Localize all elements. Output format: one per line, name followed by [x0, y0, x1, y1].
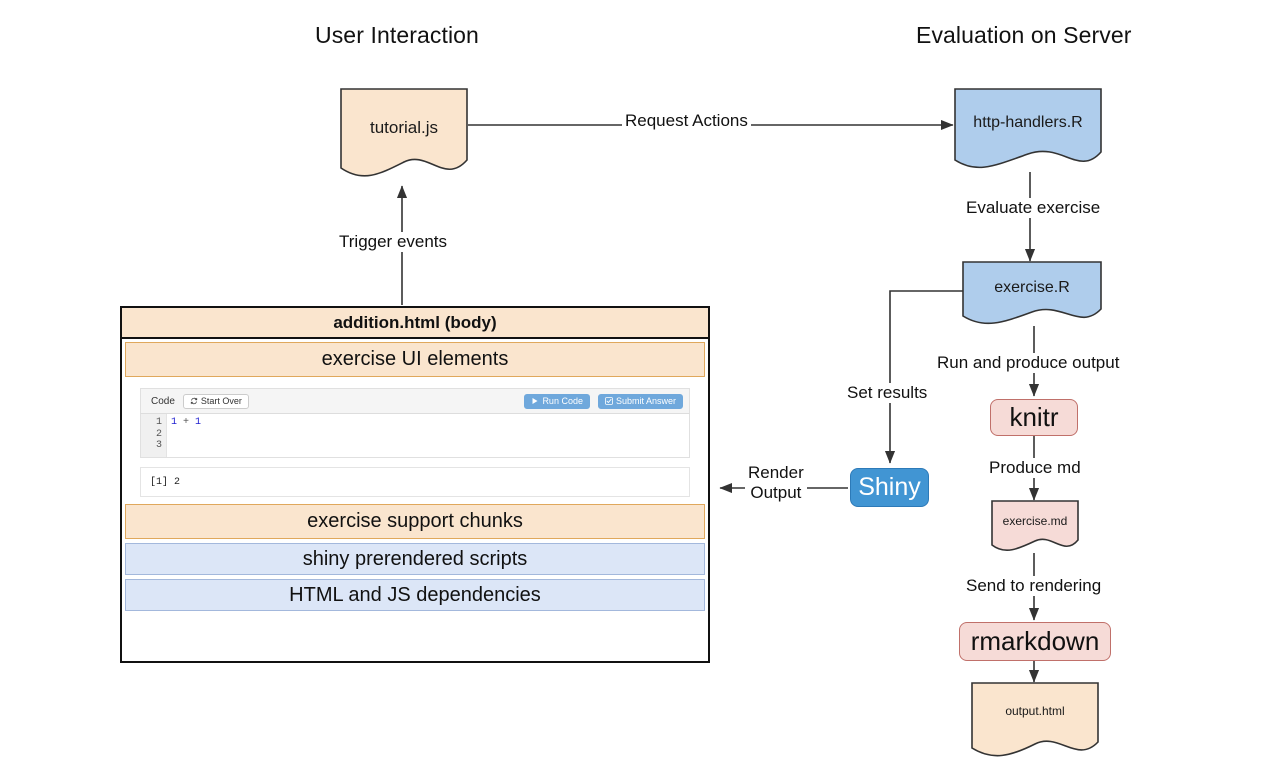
checkbox-icon: [605, 397, 613, 405]
band-exercise-ui-elements: exercise UI elements: [125, 342, 705, 377]
edge-label-send-to-rendering: Send to rendering: [963, 576, 1105, 596]
refresh-icon: [190, 397, 198, 405]
exercise-widget: Code Start Over Run Code: [140, 388, 690, 497]
band-exercise-support-chunks: exercise support chunks: [125, 504, 705, 539]
exercise-output-panel: [1] 2: [140, 467, 690, 497]
run-code-button[interactable]: Run Code: [524, 393, 590, 409]
node-shiny[interactable]: Shiny: [850, 468, 929, 507]
node-rmarkdown[interactable]: rmarkdown: [959, 622, 1111, 661]
node-knitr[interactable]: knitr: [990, 399, 1078, 436]
heading-evaluation-on-server: Evaluation on Server: [916, 22, 1132, 48]
start-over-label: Start Over: [200, 395, 242, 406]
edge-set-results: [884, 290, 963, 464]
node-exercise-md[interactable]: exercise.md: [991, 500, 1079, 554]
start-over-button[interactable]: Start Over: [182, 393, 249, 409]
edge-label-request-actions: Request Actions: [622, 111, 751, 131]
run-code-label: Run Code: [542, 395, 583, 406]
edge-label-trigger-events: Trigger events: [336, 232, 451, 252]
node-output-html[interactable]: output.html: [971, 682, 1099, 760]
band-html-js-dependencies: HTML and JS dependencies: [125, 579, 705, 611]
panel-addition-html: addition.html (body) exercise UI element…: [120, 306, 710, 663]
edge-label-render-output: Render Output: [745, 463, 807, 503]
node-exercise-md-label: exercise.md: [1002, 514, 1068, 528]
node-output-html-label: output.html: [1005, 704, 1065, 718]
code-token-b: 1: [195, 417, 202, 428]
submit-answer-label: Submit Answer: [615, 395, 676, 406]
band-shiny-prerendered-scripts: shiny prerendered scripts: [125, 543, 705, 575]
exercise-code-editor[interactable]: 1 2 3 1 + 1: [140, 414, 690, 458]
play-icon: [532, 398, 538, 404]
node-tutorial-js[interactable]: tutorial.js: [340, 88, 468, 178]
exercise-output-text: [1] 2: [150, 477, 181, 488]
editor-code-text[interactable]: 1 + 1: [167, 414, 689, 457]
exercise-toolbar: Code Start Over Run Code: [140, 388, 690, 414]
edge-label-evaluate-exercise: Evaluate exercise: [963, 198, 1104, 218]
node-http-handlers-label: http-handlers.R: [973, 114, 1083, 131]
editor-line-numbers: 1 2 3: [141, 414, 167, 457]
node-tutorial-js-label: tutorial.js: [369, 118, 439, 137]
edge-label-render-output-line1: Render: [748, 463, 804, 482]
node-http-handlers[interactable]: http-handlers.R: [954, 88, 1102, 172]
node-exercise-r[interactable]: exercise.R: [962, 261, 1102, 327]
node-exercise-r-label: exercise.R: [994, 279, 1070, 296]
panel-title-band: addition.html (body): [122, 308, 708, 339]
code-token-operator: +: [177, 417, 196, 428]
edge-label-run-and-produce-output: Run and produce output: [934, 353, 1123, 373]
heading-user-interaction: User Interaction: [315, 22, 479, 48]
edge-label-produce-md: Produce md: [986, 458, 1084, 478]
submit-answer-button[interactable]: Submit Answer: [597, 393, 683, 409]
edge-label-set-results: Set results: [844, 383, 931, 403]
exercise-code-label: Code: [151, 395, 175, 407]
edge-label-render-output-line2: Output: [750, 482, 802, 502]
code-token-a: 1: [171, 417, 178, 428]
